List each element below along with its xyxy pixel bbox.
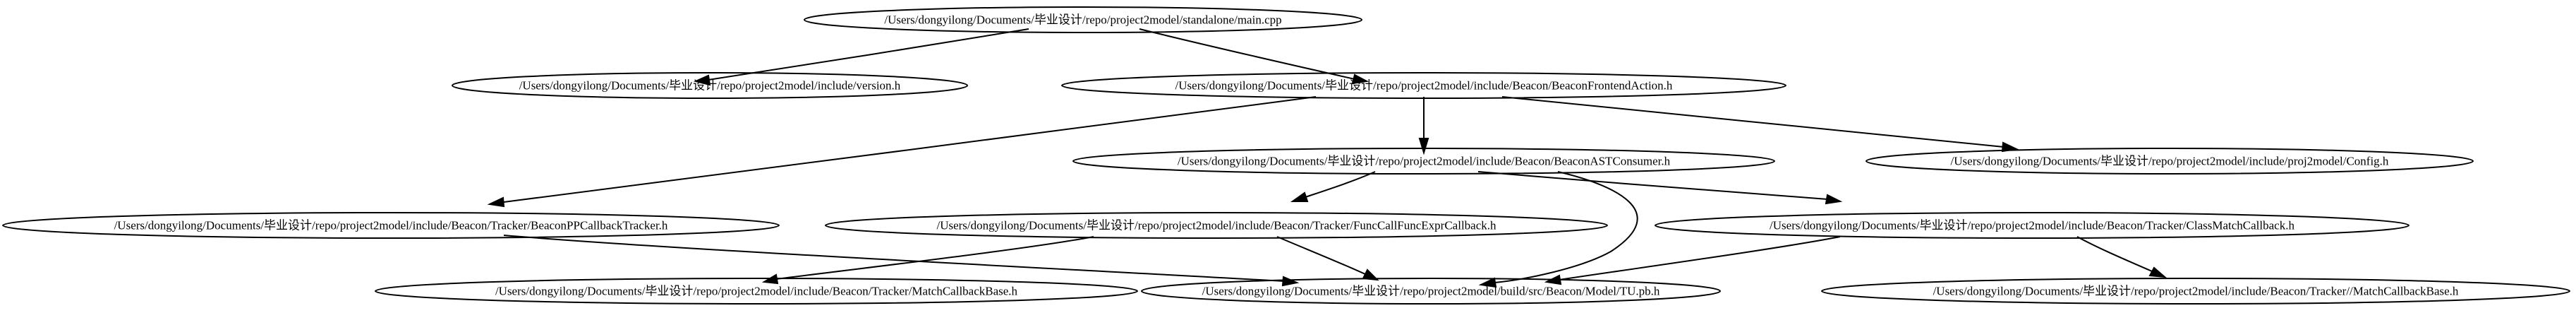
edge-classmatch-to-match-base2 [2076,236,2167,278]
edge-funccall-to-match-base [761,236,1094,285]
node-match-callback-base-h-double-slash[interactable]: /Users/dongyilong/Documents/毕业设计/repo/pr… [1821,278,2570,305]
svg-text:/Users/dongyilong/Documents/毕业: /Users/dongyilong/Documents/毕业设计/repo/pr… [114,219,668,232]
svg-text:/Users/dongyilong/Documents/毕业: /Users/dongyilong/Documents/毕业设计/repo/pr… [1178,155,1671,168]
node-match-callback-base-h[interactable]: /Users/dongyilong/Documents/毕业设计/repo/pr… [375,278,1138,305]
node-main-cpp[interactable]: /Users/dongyilong/Documents/毕业设计/repo/pr… [804,6,1362,33]
node-beacon-frontend-action-h[interactable]: /Users/dongyilong/Documents/毕业设计/repo/pr… [1061,72,1786,99]
node-tu-pb-h[interactable]: /Users/dongyilong/Documents/毕业设计/repo/pr… [1141,278,1721,305]
svg-text:/Users/dongyilong/Documents/毕业: /Users/dongyilong/Documents/毕业设计/repo/pr… [884,13,1281,27]
edge-ast-consumer-to-tu-pb [1478,171,1638,288]
node-func-call-func-expr-callback-h[interactable]: /Users/dongyilong/Documents/毕业设计/repo/pr… [825,212,1608,239]
svg-text:/Users/dongyilong/Documents/毕业: /Users/dongyilong/Documents/毕业设计/repo/pr… [1933,285,2459,298]
svg-text:/Users/dongyilong/Documents/毕业: /Users/dongyilong/Documents/毕业设计/repo/pr… [1951,155,2389,168]
svg-text:/Users/dongyilong/Documents/毕业: /Users/dongyilong/Documents/毕业设计/repo/pr… [1770,219,2294,232]
node-config-h[interactable]: /Users/dongyilong/Documents/毕业设计/repo/pr… [1866,148,2474,175]
node-beacon-ast-consumer-h[interactable]: /Users/dongyilong/Documents/毕业设计/repo/pr… [1072,148,1775,175]
svg-text:/Users/dongyilong/Documents/毕业: /Users/dongyilong/Documents/毕业设计/repo/pr… [495,285,1018,298]
node-class-match-callback-h[interactable]: /Users/dongyilong/Documents/毕业设计/repo/pr… [1655,212,2409,239]
edge-pp-tracker-to-tu-pb [503,235,1300,287]
svg-text:/Users/dongyilong/Documents/毕业: /Users/dongyilong/Documents/毕业设计/repo/pr… [936,219,1496,232]
edge-frontend-action-to-config [1501,96,2019,153]
node-beacon-pp-callback-tracker-h[interactable]: /Users/dongyilong/Documents/毕业设计/repo/pr… [2,212,780,239]
edge-ast-consumer-to-classmatch [1477,171,1843,205]
svg-text:/Users/dongyilong/Documents/毕业: /Users/dongyilong/Documents/毕业设计/repo/pr… [1175,79,1673,93]
svg-text:/Users/dongyilong/Documents/毕业: /Users/dongyilong/Documents/毕业设计/repo/pr… [519,79,901,93]
edge-frontend-action-to-ast-consumer [1418,97,1429,155]
edge-frontend-action-to-pp-tracker [487,96,1317,208]
edge-main-to-version [693,28,1029,86]
svg-text:/Users/dongyilong/Documents/毕业: /Users/dongyilong/Documents/毕业设计/repo/pr… [1202,285,1660,298]
edge-ast-consumer-to-funccall [1290,171,1376,202]
node-version-h[interactable]: /Users/dongyilong/Documents/毕业设计/repo/pr… [452,72,968,99]
edge-main-to-frontend-action [1139,28,1369,85]
edge-funccall-to-tu-pb [1276,236,1379,281]
